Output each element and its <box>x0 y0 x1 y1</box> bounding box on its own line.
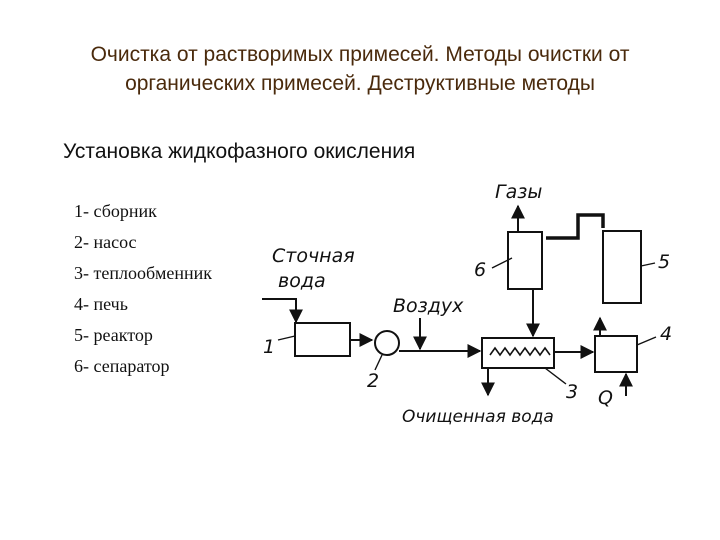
number-3: 3 <box>566 381 578 403</box>
slide-title: Очистка от растворимых примесей. Методы … <box>0 40 720 98</box>
reactor-box <box>602 230 642 304</box>
legend-item-pump: 2- насос <box>74 232 137 252</box>
leader-line-6 <box>491 257 513 269</box>
gases-label: Газы <box>495 181 542 203</box>
number-5: 5 <box>658 251 670 273</box>
purified-water-label: Очищенная вода <box>402 407 554 427</box>
legend-item-heat-exchanger: 3- теплообменник <box>74 263 212 283</box>
equipment-legend: 1- сборник 2- насос 3- теплообменник 4- … <box>74 196 212 382</box>
leader-line-3 <box>544 367 567 385</box>
wastewater-label-line-2: вода <box>278 270 326 292</box>
number-4: 4 <box>660 323 672 345</box>
title-line-1: Очистка от растворимых примесей. Методы … <box>90 43 630 66</box>
number-6: 6 <box>474 259 486 281</box>
collector-box <box>294 322 351 357</box>
leader-line-2 <box>374 354 383 371</box>
furnace-box <box>594 335 638 373</box>
pump-circle <box>374 330 400 356</box>
air-label: Воздух <box>393 295 464 317</box>
number-2: 2 <box>367 370 379 392</box>
legend-item-furnace: 4- печь <box>74 294 128 314</box>
wastewater-inlet-line <box>262 298 303 324</box>
heat-label: Q <box>598 387 613 409</box>
legend-item-collector: 1- сборник <box>74 201 157 221</box>
legend-item-separator: 6- сепаратор <box>74 356 170 376</box>
slide-subtitle: Установка жидкофазного окисления <box>63 140 416 163</box>
reactor-to-separator-line <box>546 213 605 240</box>
leader-line-4 <box>636 336 657 346</box>
heat-exchanger-coil <box>489 346 551 357</box>
separator-box <box>507 231 543 290</box>
leader-line-1 <box>277 335 296 341</box>
wastewater-label-line-1: Сточная <box>272 245 355 267</box>
number-1: 1 <box>263 336 275 358</box>
legend-item-reactor: 5- реактор <box>74 325 153 345</box>
title-line-2: органических примесей. Деструктивные мет… <box>125 72 595 95</box>
leader-line-5 <box>640 262 656 267</box>
